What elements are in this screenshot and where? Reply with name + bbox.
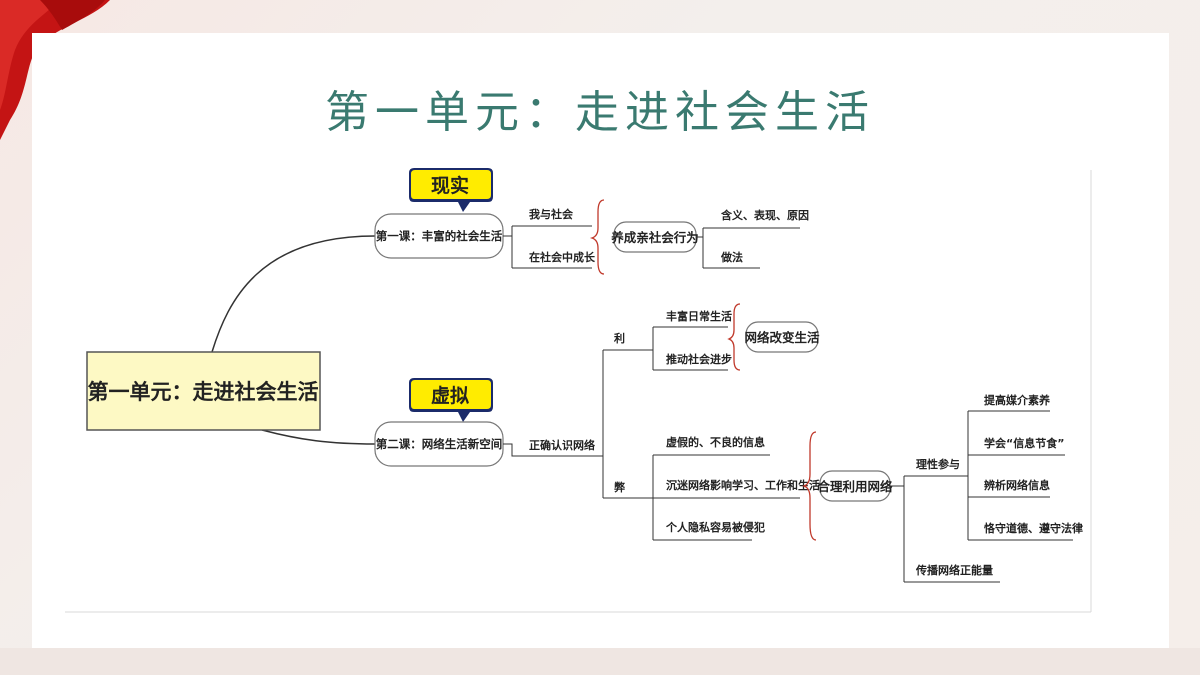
slide-title: 第一单元：走进社会生活 [325,87,875,138]
pros-items-branch [650,326,728,371]
lesson1-topic-1: 我与社会 [529,207,574,221]
lesson2-topic-label: 正确认识网络 [529,438,595,452]
pros-summary-node [745,321,819,353]
root-node-label: 第一单元：走进社会生活 [88,380,319,404]
participate-item-4: 恪守道德、遵守法律 [983,521,1083,535]
participate-items-branch [962,410,1073,541]
tag-virtual-bubble-inner [411,380,491,409]
lesson1-branch [503,225,592,269]
cons-item-1: 虚假的、不良的信息 [666,435,765,449]
usage-branch [890,475,1000,583]
tag-real-label: 现实 [431,174,469,197]
pros-summary-label: 网络改变生活 [744,330,820,345]
participate-item-3: 辨析网络信息 [984,478,1050,492]
participate-item-1: 提高媒介素养 [984,393,1051,407]
red-ribbon-fold [40,0,105,30]
content-card [32,33,1169,648]
lesson1-label: 第一课：丰富的社会生活 [376,229,503,243]
lesson2-label: 第二课：网络生活新空间 [376,437,503,451]
bracket-lesson1 [589,199,605,275]
tag-virtual-label: 虚拟 [431,384,469,407]
usage-spread-label: 传播网络正能量 [915,563,993,577]
bracket-cons [801,431,817,541]
tag-real: 现实 [409,168,493,212]
participate-item-2: 学会“信息节食” [984,436,1064,450]
cons-item-3: 个人隐私容易被侵犯 [665,520,765,534]
cons-label: 弊 [614,480,626,494]
pros-item-2: 推动社会进步 [666,352,732,366]
lesson1-topic-2: 在社会中成长 [529,250,596,264]
lesson1-summary-label: 养成亲社会行为 [610,230,699,245]
connector-root-lesson1 [211,235,376,353]
root-node [86,351,321,431]
cons-item-2: 沉迷网络影响学习、工作和生活 [666,478,820,492]
pros-item-1: 丰富日常生活 [666,309,732,323]
usage-participate-label: 理性参与 [916,457,960,471]
tag-virtual: 虚拟 [409,378,493,422]
connector-root-lesson2 [261,429,376,445]
tag-real-bubble-inner [411,170,491,199]
cons-items-branch [650,454,800,541]
lesson1-detail-2: 做法 [720,250,743,264]
bottom-fade [0,648,1200,675]
cons-summary-label: 合理利用网络 [817,479,893,494]
lesson1-detail-1: 含义、表现、原因 [720,208,809,222]
red-ribbon-highlight [0,0,60,110]
red-ribbon-decoration [0,0,110,140]
lesson1-detail-branch [696,227,800,269]
bracket-pros [727,303,741,371]
pros-cons-branch [600,349,650,499]
pros-label: 利 [614,331,625,345]
lesson2-topic-line [503,443,600,457]
